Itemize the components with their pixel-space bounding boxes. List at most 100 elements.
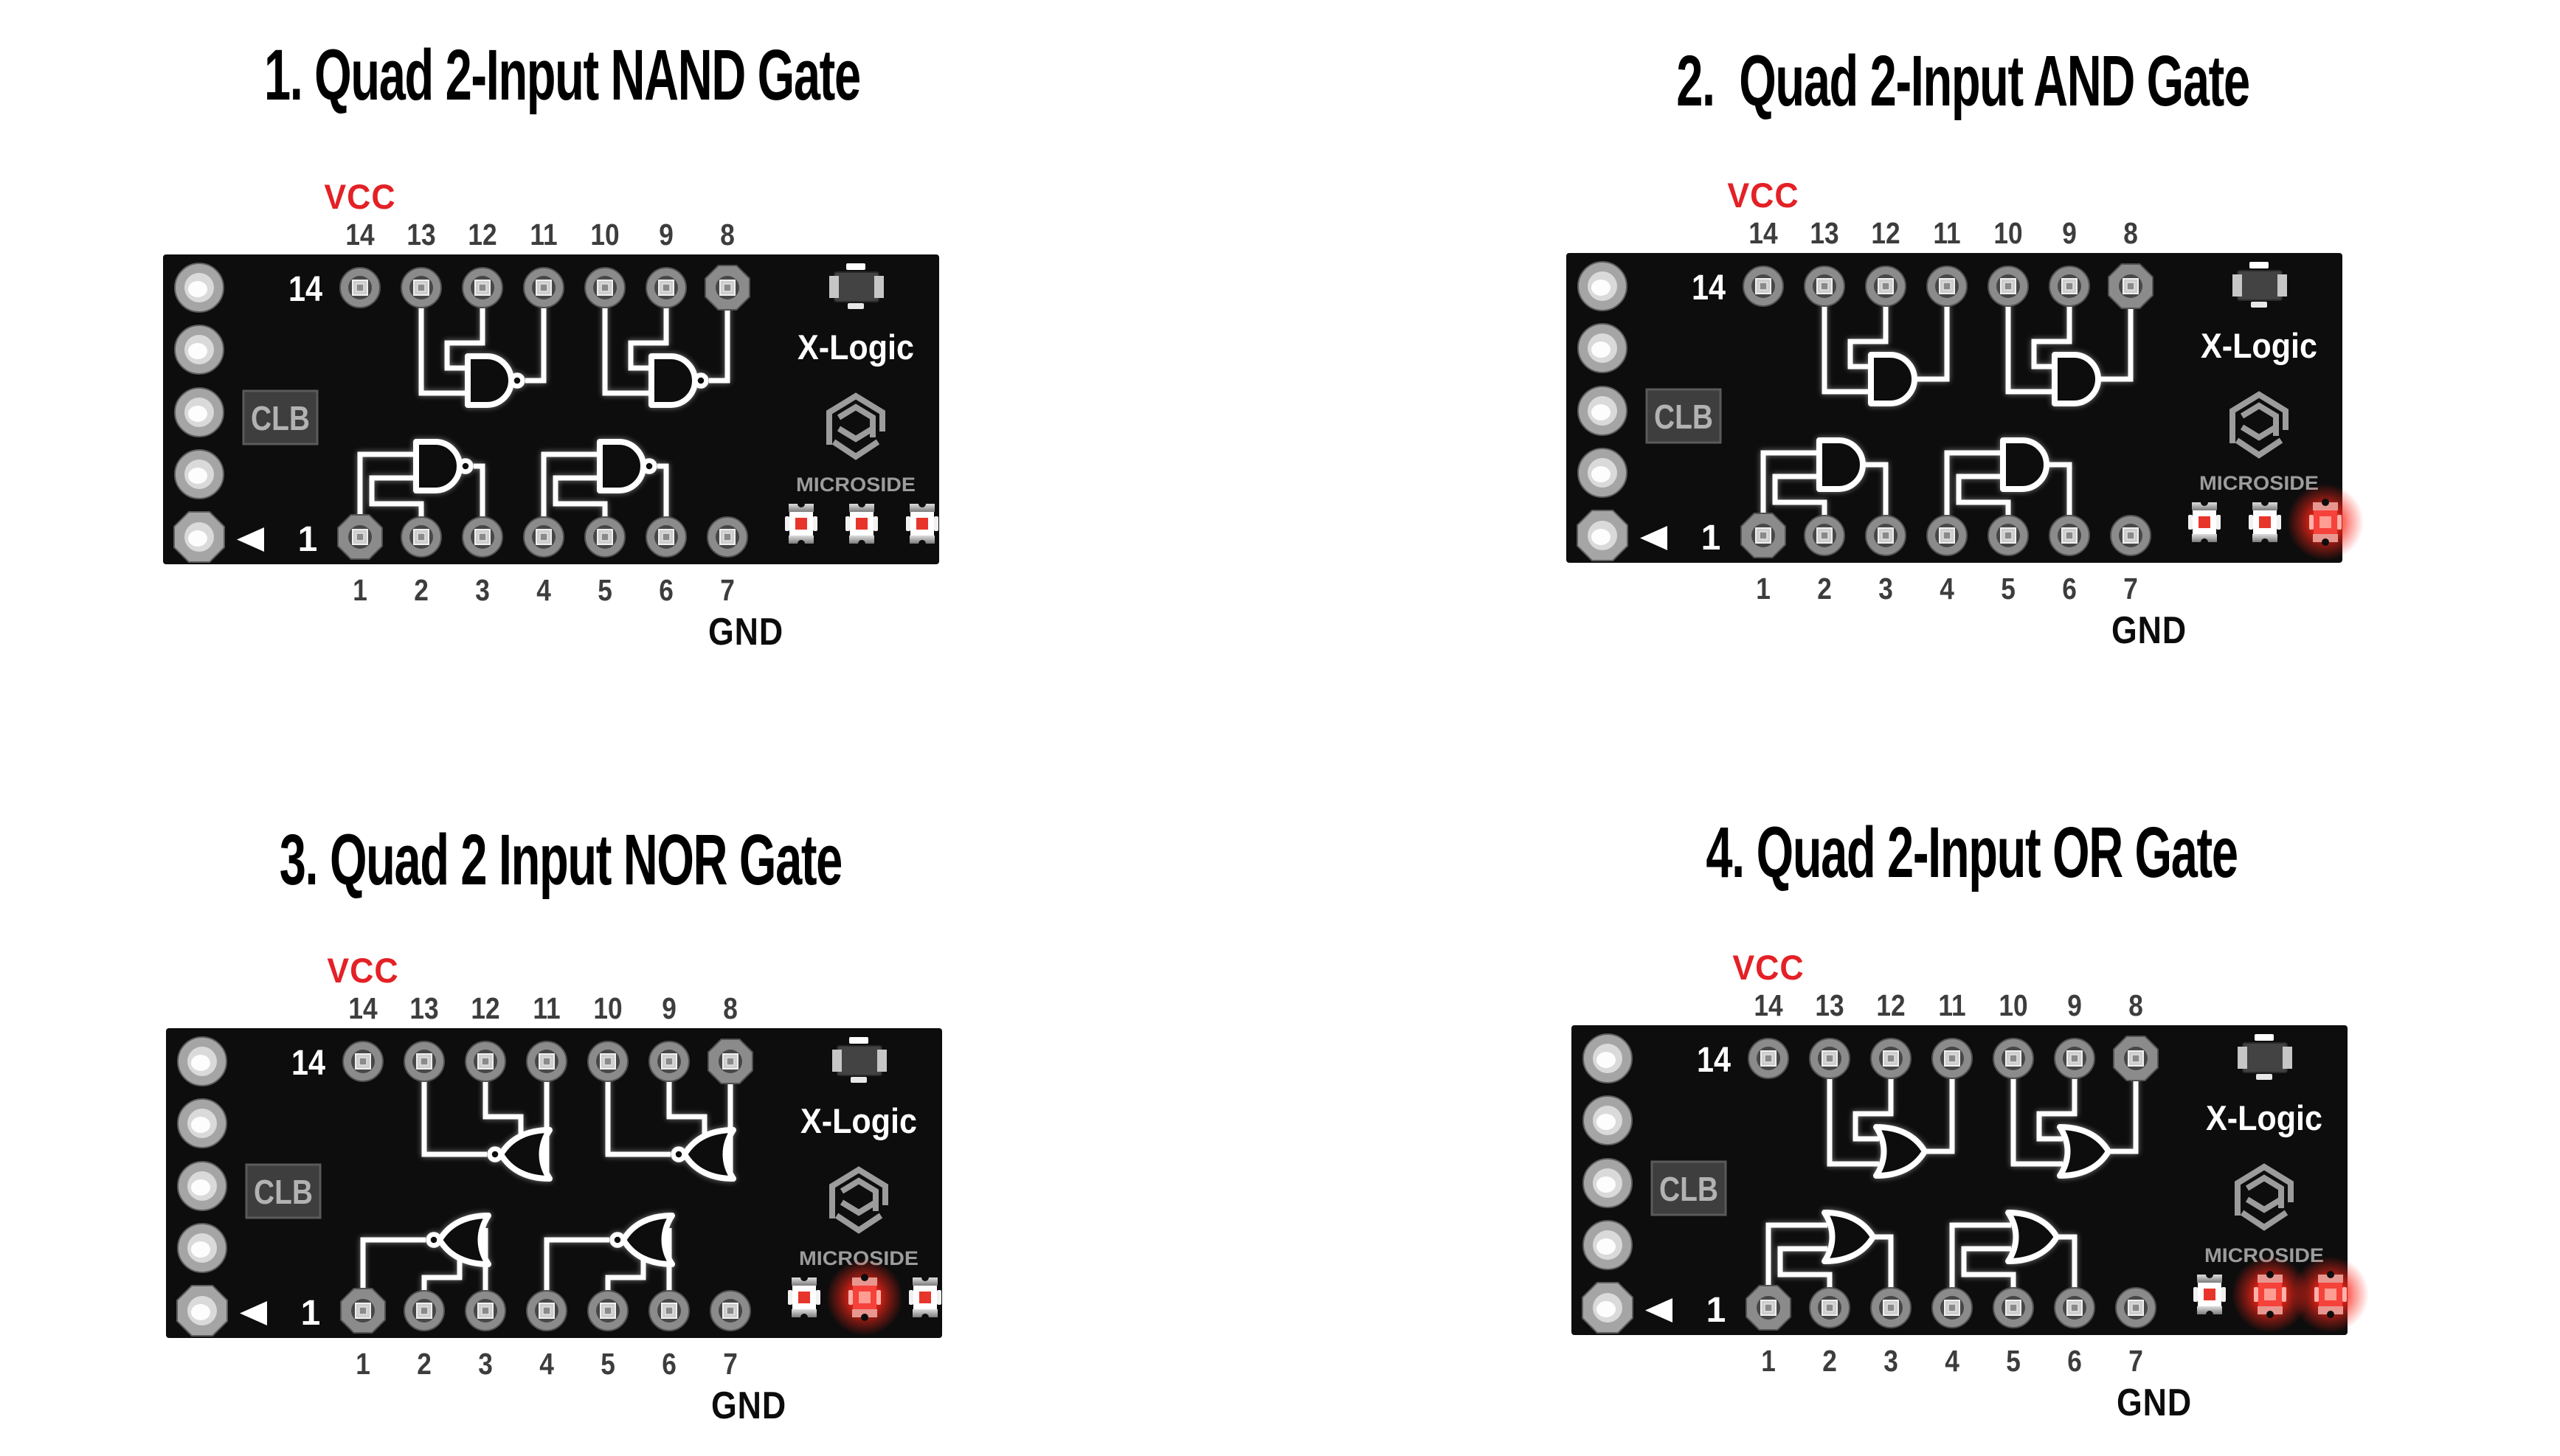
gate-circuit	[1765, 1073, 2139, 1293]
gnd-label: GND	[2111, 609, 2187, 652]
side-pad	[1582, 1158, 1633, 1208]
side-pad	[176, 1285, 228, 1337]
through-hole-pin	[339, 267, 381, 308]
pin-number-bottom: 1	[356, 1347, 370, 1381]
silk-pin1-label: 1	[1701, 519, 1721, 558]
pin-number-bottom: 7	[2128, 1344, 2143, 1378]
through-hole-pin	[708, 1039, 753, 1084]
pin-number-bottom: 3	[1883, 1344, 1898, 1378]
pin-number-top: 8	[2123, 216, 2138, 250]
pcb-svg: 141 CLB X-Logic MICROSIDE	[1571, 1025, 2369, 1335]
through-hole-pin	[2113, 1036, 2159, 1081]
pin-number-top: 10	[590, 218, 620, 252]
through-hole-pin	[1809, 1038, 1850, 1079]
pin-number-bottom: 4	[1940, 572, 1954, 606]
smd-resistor-icon	[2238, 1034, 2292, 1080]
clb-label-box: CLB	[245, 1163, 322, 1219]
brand-label: X-Logic	[2201, 326, 2317, 365]
through-hole-pin	[1870, 1287, 1912, 1328]
brand-label: X-Logic	[800, 1101, 917, 1140]
pin-number-top: 11	[533, 991, 561, 1025]
side-pad	[1577, 261, 1627, 311]
through-hole-pin	[1993, 1038, 2034, 1079]
side-pad	[1582, 1282, 1633, 1334]
pin-number-top: 9	[2067, 988, 2082, 1022]
through-hole-pin	[526, 1290, 567, 1331]
through-hole-pin	[1865, 515, 1906, 556]
through-hole-pin	[2054, 1287, 2095, 1328]
section-title: 1. Quad 2-Input NAND Gate	[46, 34, 1079, 117]
silk-pin1-label: 1	[298, 520, 318, 559]
through-hole-pin	[340, 1288, 386, 1334]
vcc-label: VCC	[1727, 176, 1799, 215]
side-pad	[1577, 386, 1627, 436]
pin-number-bottom: 2	[417, 1347, 432, 1381]
through-hole-pin	[1993, 1287, 2034, 1328]
pin-number-bottom: 4	[539, 1347, 554, 1381]
silk-pin14-label: 14	[1692, 268, 1726, 308]
side-pad	[1577, 510, 1628, 561]
through-hole-pin	[705, 265, 750, 311]
gnd-label: GND	[2117, 1382, 2192, 1424]
pin-number-top: 14	[345, 218, 375, 252]
pin-number-top: 11	[1938, 988, 1966, 1022]
pin-number-bottom: 7	[720, 573, 735, 607]
pin-number-top: 8	[2128, 988, 2143, 1022]
through-hole-pin	[462, 267, 503, 308]
smd-led	[2188, 499, 2221, 546]
through-hole-pin	[404, 1290, 445, 1331]
through-hole-pin	[401, 516, 442, 558]
side-pad	[177, 1098, 227, 1148]
side-pad	[1582, 1220, 1633, 1270]
through-hole-pin	[1926, 515, 1968, 556]
through-hole-pin	[1740, 513, 1786, 558]
pin-number-bottom: 3	[478, 1347, 493, 1381]
clb-label-box: CLB	[1650, 1160, 1727, 1216]
smd-resistor-icon	[832, 1037, 887, 1083]
pin-number-bottom: 5	[598, 573, 612, 607]
pin-number-top: 12	[1871, 216, 1900, 250]
pin-number-top: 10	[1999, 988, 2028, 1022]
pcb-svg: 141 CLB X-Logic MICROSIDE	[166, 1028, 942, 1338]
side-pad	[173, 511, 225, 563]
through-hole-pin	[1809, 1287, 1850, 1328]
brand-label: X-Logic	[798, 327, 914, 367]
through-hole-pin	[707, 516, 748, 558]
pin1-triangle-marker	[237, 527, 264, 552]
pin-number-bottom: 6	[2067, 1344, 2082, 1378]
side-pad	[1582, 1033, 1633, 1084]
through-hole-pin	[1748, 1038, 1789, 1079]
pin-number-top: 14	[348, 991, 378, 1025]
through-hole-pin	[1804, 515, 1845, 556]
side-pad	[1582, 1095, 1633, 1145]
through-hole-pin	[465, 1290, 506, 1331]
pin-number-top: 14	[1754, 988, 1783, 1022]
pin-number-top: 8	[723, 991, 738, 1025]
pin-number-bottom: 3	[475, 573, 490, 607]
maker-label: MICROSIDE	[2199, 472, 2319, 494]
silk-pin14-label: 14	[288, 270, 322, 309]
pin-number-bottom: 3	[1878, 572, 1893, 606]
pin-number-top: 13	[407, 218, 436, 252]
through-hole-pin	[584, 267, 626, 308]
pin-number-bottom: 2	[414, 573, 429, 607]
microside-logo-icon	[2235, 1163, 2294, 1231]
smd-led	[906, 500, 938, 547]
through-hole-pin	[1743, 266, 1784, 307]
through-hole-pin	[1926, 266, 1968, 307]
through-hole-pin	[2049, 266, 2090, 307]
through-hole-pin	[2108, 263, 2153, 309]
silk-pin14-label: 14	[1697, 1041, 1731, 1080]
section-title-text: 2. Quad 2-Input AND Gate	[1675, 41, 2250, 121]
pin-number-bottom: 5	[2001, 572, 2016, 606]
pin-number-top: 10	[593, 991, 623, 1025]
pin-number-top: 13	[1815, 988, 1844, 1022]
smd-led	[788, 1274, 820, 1321]
